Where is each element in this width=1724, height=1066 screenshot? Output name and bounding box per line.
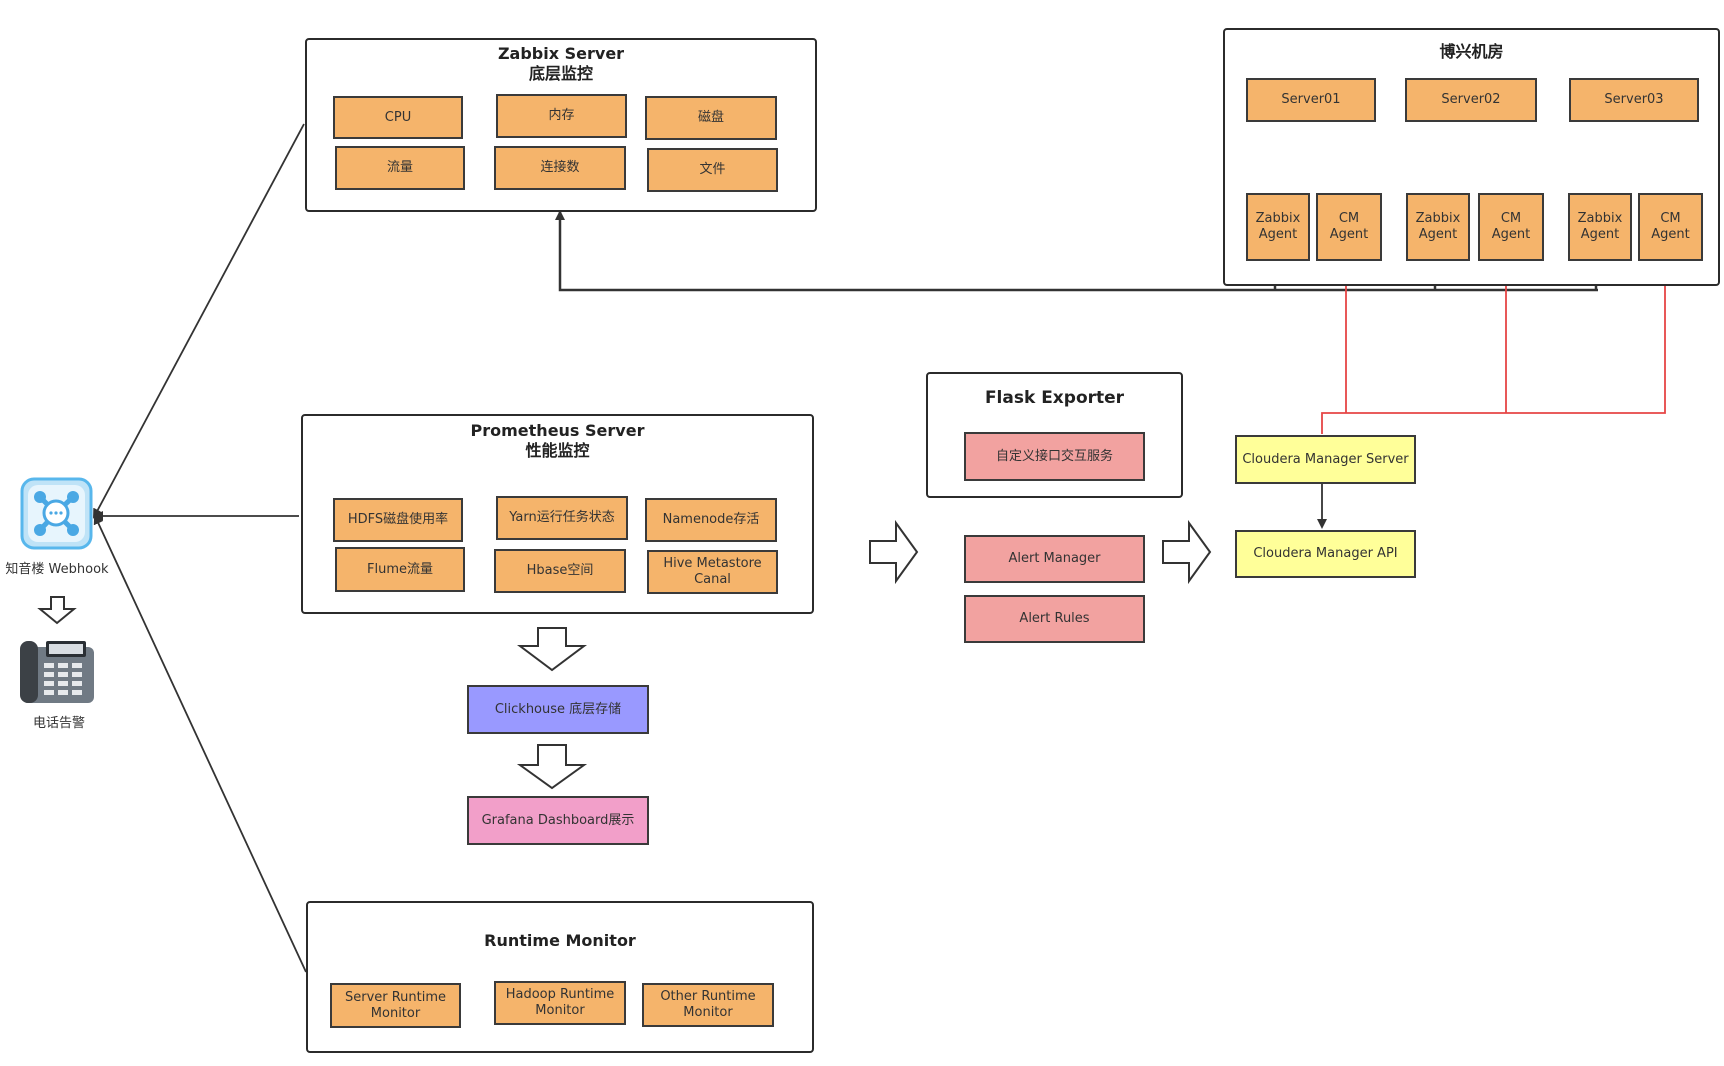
phone-alert-label: 电话告警 xyxy=(32,716,85,731)
cloudera-manager-server[interactable]: Cloudera Manager Server xyxy=(1235,435,1416,484)
runtime-monitor-title: Runtime Monitor xyxy=(484,931,636,950)
prometheus-item-hive[interactable]: Hive Metastore Canal xyxy=(647,550,778,594)
webhook-label: 知音楼 Webhook xyxy=(5,562,109,577)
zabbix-item-connections[interactable]: 连接数 xyxy=(494,146,626,190)
zabbix-title-line1: Zabbix Server xyxy=(497,44,625,63)
datacenter-title: 博兴机房 xyxy=(1439,42,1504,61)
other-runtime-monitor[interactable]: Other Runtime Monitor xyxy=(642,983,774,1027)
alert-connector xyxy=(93,123,307,973)
alert-manager-box[interactable]: Alert Manager xyxy=(964,535,1145,583)
prometheus-item-namenode[interactable]: Namenode存活 xyxy=(645,498,777,542)
zabbix-agent-2[interactable]: Zabbix Agent xyxy=(1406,193,1470,261)
webhook-icon[interactable] xyxy=(20,477,93,550)
server-runtime-monitor[interactable]: Server Runtime Monitor xyxy=(330,983,461,1028)
flask-custom-interface[interactable]: 自定义接口交互服务 xyxy=(964,432,1145,481)
prometheus-item-hdfs[interactable]: HDFS磁盘使用率 xyxy=(333,498,463,542)
prometheus-title-line1: Prometheus Server xyxy=(470,421,645,440)
flask-exporter-title: Flask Exporter xyxy=(984,388,1125,408)
server02-box[interactable]: Server02 xyxy=(1405,78,1537,122)
prometheus-item-yarn[interactable]: Yarn运行任务状态 xyxy=(496,496,628,540)
prometheus-title-line2: 性能监控 xyxy=(525,441,590,460)
down-arrow-webhook xyxy=(37,596,77,625)
cm-agent-connector xyxy=(1321,260,1670,434)
cloudera-manager-api[interactable]: Cloudera Manager API xyxy=(1235,530,1416,578)
cm-agent-3[interactable]: CM Agent xyxy=(1638,193,1703,261)
zabbix-item-disk[interactable]: 磁盘 xyxy=(645,96,777,140)
prometheus-item-flume[interactable]: Flume流量 xyxy=(335,547,465,592)
zabbix-server-title: Zabbix Server 底层监控 xyxy=(307,44,815,84)
zabbix-item-files[interactable]: 文件 xyxy=(647,148,778,192)
server03-box[interactable]: Server03 xyxy=(1569,78,1699,122)
zabbix-item-cpu[interactable]: CPU xyxy=(333,96,463,139)
runtime-monitor-group: Runtime Monitor xyxy=(306,901,814,1053)
hadoop-runtime-monitor[interactable]: Hadoop Runtime Monitor xyxy=(494,981,626,1025)
cm-agent-1[interactable]: CM Agent xyxy=(1316,193,1382,261)
zabbix-agent-3[interactable]: Zabbix Agent xyxy=(1568,193,1632,261)
clickhouse-storage[interactable]: Clickhouse 底层存储 xyxy=(467,685,649,734)
zabbix-item-memory[interactable]: 内存 xyxy=(496,94,627,138)
right-arrow-alertmanager xyxy=(1162,519,1212,585)
cm-agent-2[interactable]: CM Agent xyxy=(1478,193,1544,261)
zabbix-item-traffic[interactable]: 流量 xyxy=(335,146,465,190)
right-arrow-prometheus xyxy=(869,519,919,585)
down-arrow-prometheus xyxy=(517,627,587,672)
down-arrow-clickhouse xyxy=(516,744,588,790)
phone-icon[interactable] xyxy=(18,637,98,707)
zabbix-agent-1[interactable]: Zabbix Agent xyxy=(1246,193,1310,261)
grafana-dashboard[interactable]: Grafana Dashboard展示 xyxy=(467,796,649,845)
server01-box[interactable]: Server01 xyxy=(1246,78,1376,122)
alert-rules-box[interactable]: Alert Rules xyxy=(964,595,1145,643)
prometheus-item-hbase[interactable]: Hbase空间 xyxy=(494,549,626,593)
zabbix-title-line2: 底层监控 xyxy=(528,64,593,83)
prometheus-title: Prometheus Server 性能监控 xyxy=(303,421,812,461)
